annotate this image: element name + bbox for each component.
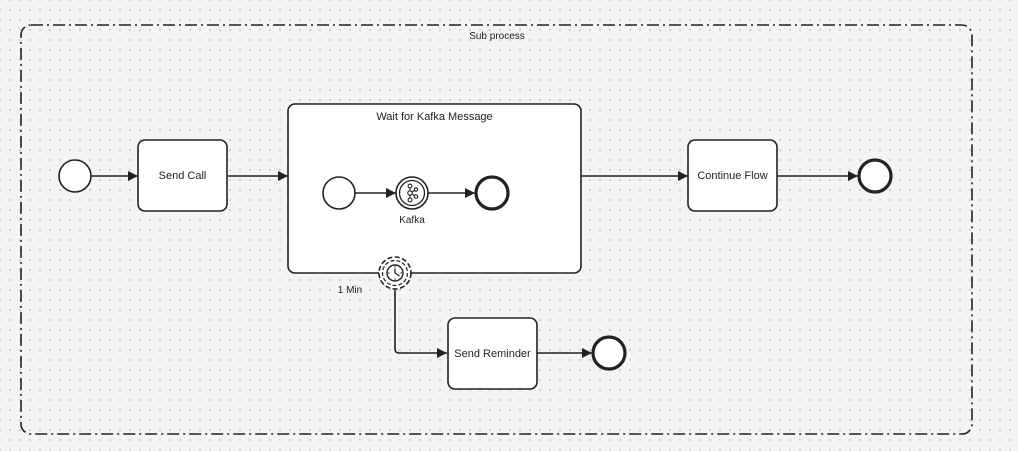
reminder-end-event[interactable] xyxy=(591,335,627,371)
flow-timer-to-send-reminder[interactable] xyxy=(394,290,447,358)
subprocess-label: Sub process xyxy=(469,31,525,42)
start-event[interactable] xyxy=(58,159,92,193)
kafka-event-label: Kafka xyxy=(399,215,425,226)
task-send-reminder[interactable] xyxy=(447,317,538,390)
inner-subprocess-wait-kafka[interactable] xyxy=(287,103,582,274)
task-send-reminder-label: Send Reminder xyxy=(454,347,531,360)
kafka-icon xyxy=(407,183,419,203)
task-continue-flow[interactable] xyxy=(687,139,778,212)
subprocess-container[interactable] xyxy=(20,24,973,435)
end-event[interactable] xyxy=(857,158,893,194)
task-send-call[interactable] xyxy=(137,139,228,212)
kafka-catch-event[interactable] xyxy=(395,176,429,210)
inner-end-event[interactable] xyxy=(474,175,510,211)
task-send-call-label: Send Call xyxy=(158,169,207,182)
inner-start-event[interactable] xyxy=(322,176,356,210)
timer-boundary-event[interactable] xyxy=(378,256,412,290)
inner-subprocess-label: Wait for Kafka Message xyxy=(376,111,493,123)
task-continue-flow-label: Continue Flow xyxy=(697,169,768,182)
timer-event-label: 1 Min xyxy=(337,285,363,296)
clock-icon xyxy=(386,264,404,282)
